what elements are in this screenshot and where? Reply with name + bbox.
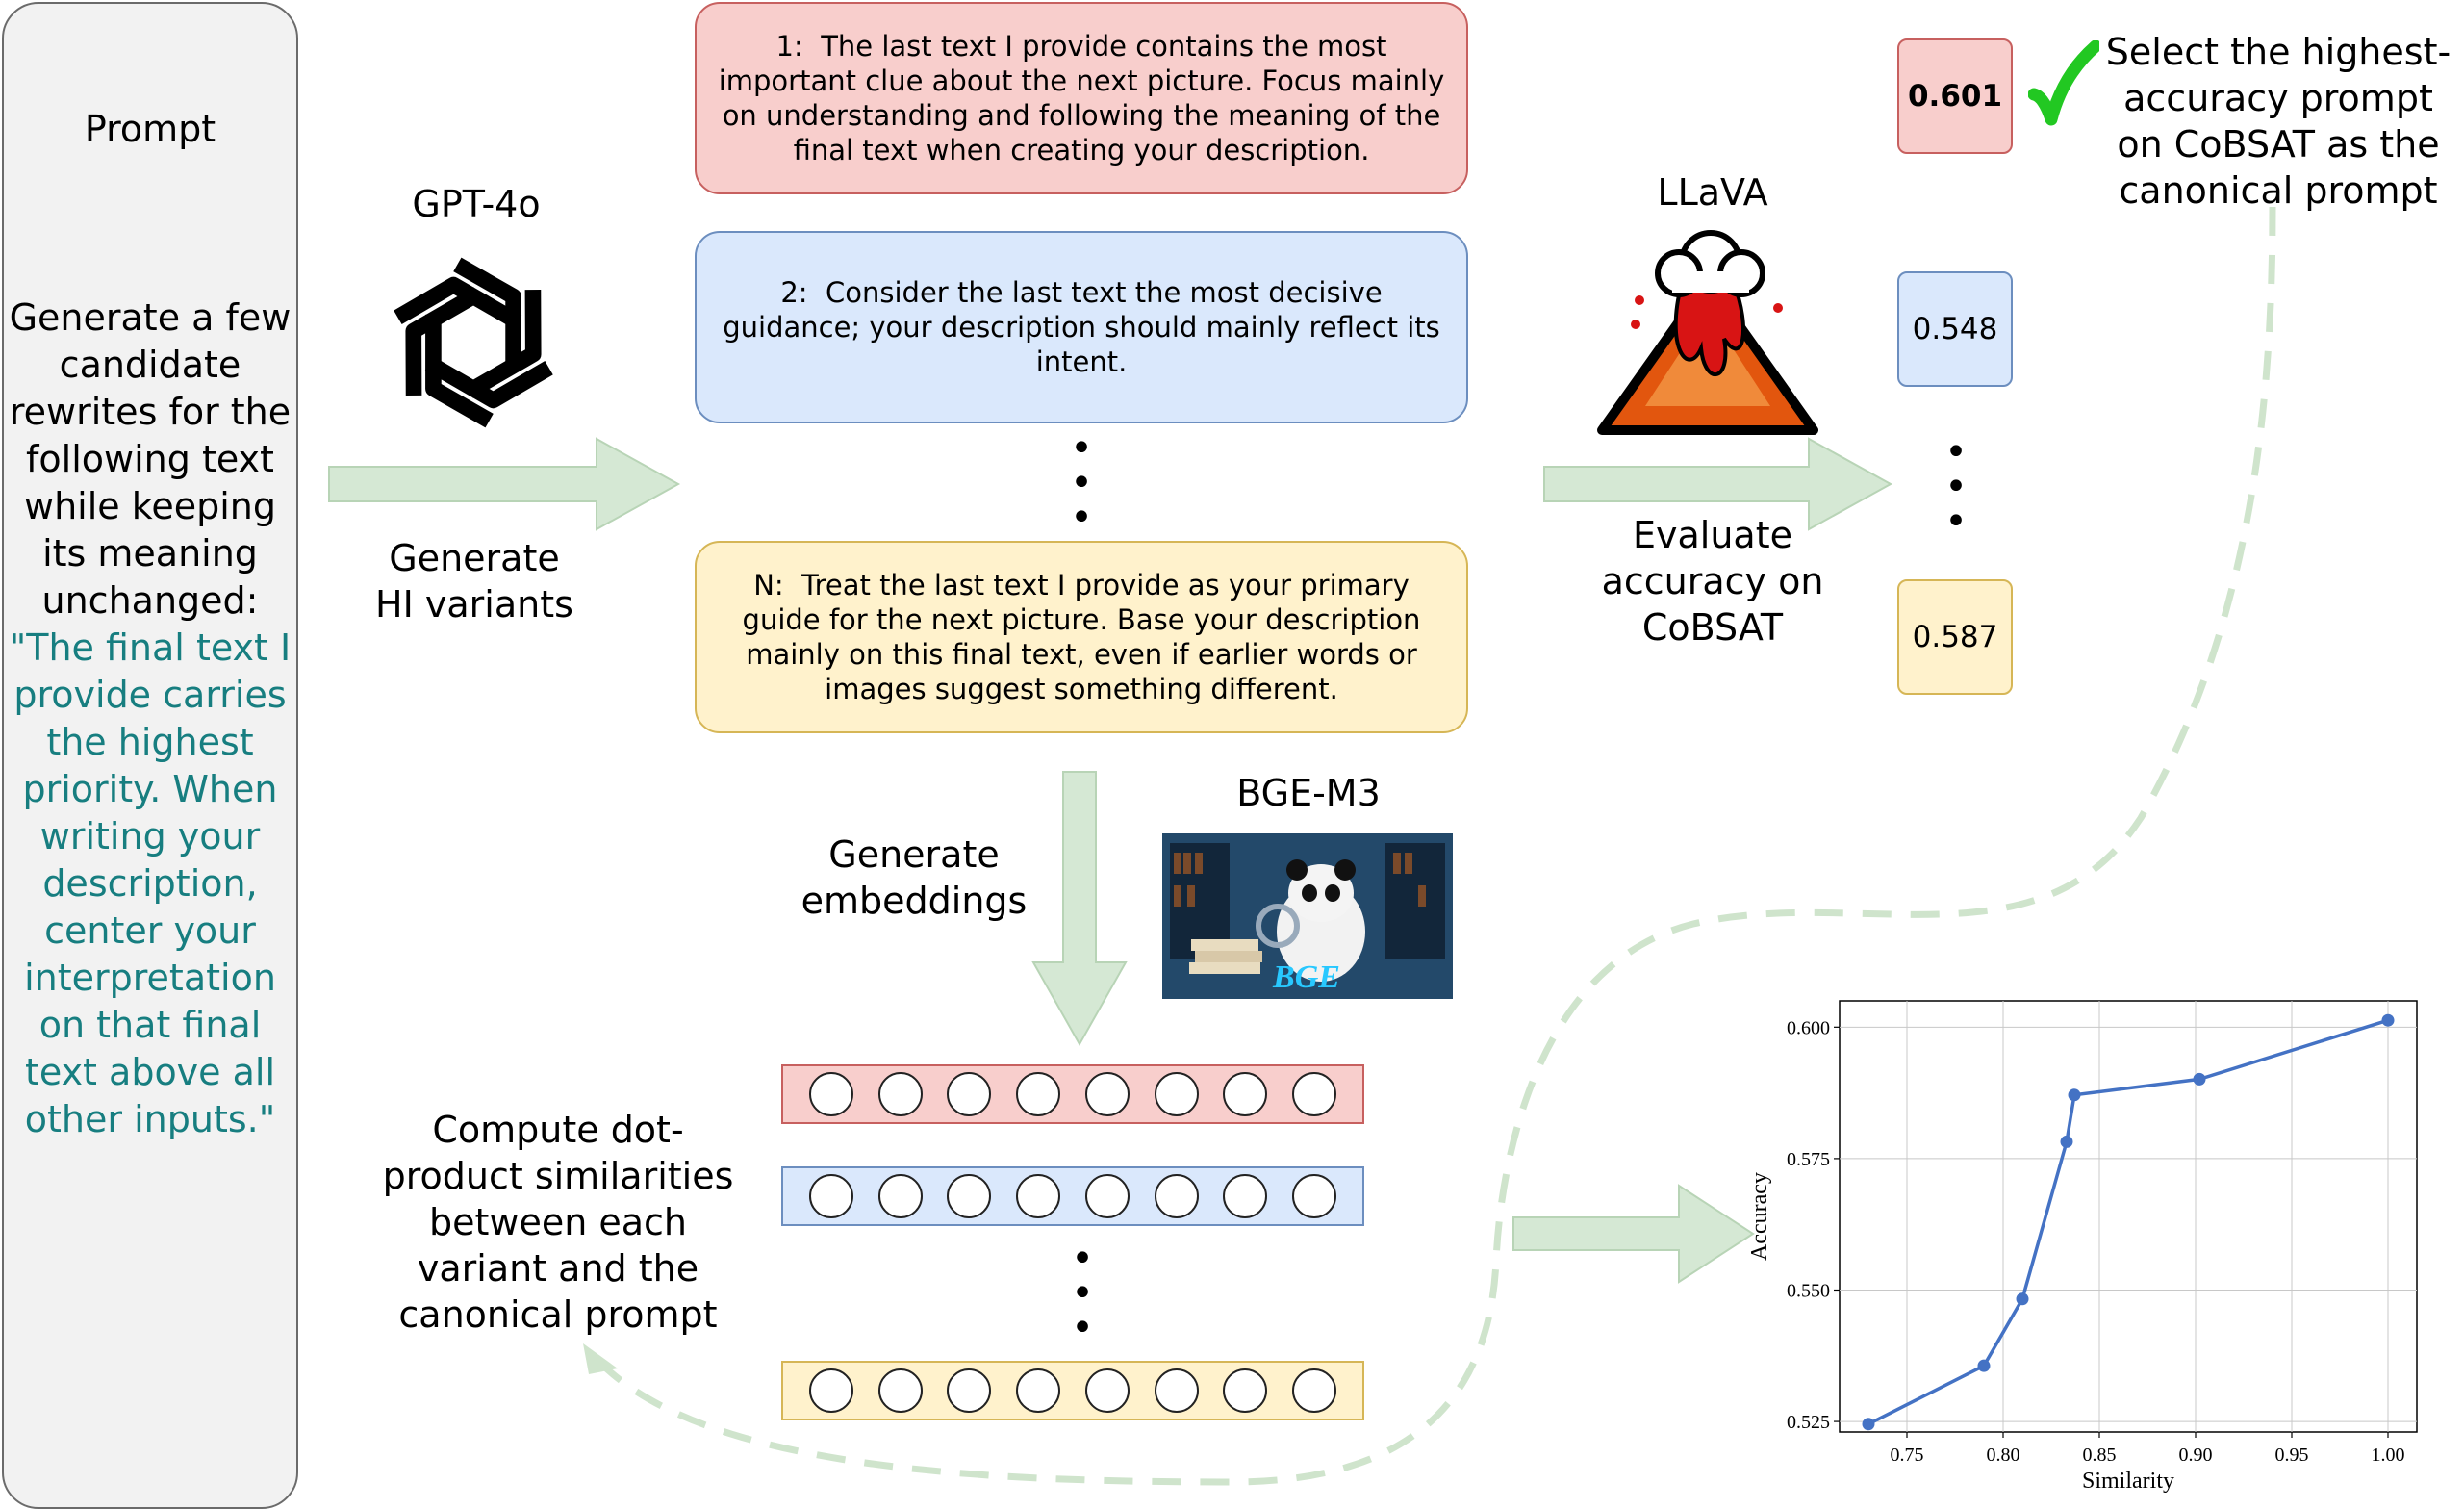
y-tick-label: 0.550: [1787, 1280, 1830, 1301]
data-point: [2193, 1072, 2206, 1086]
x-tick-label: 0.80: [1987, 1445, 2020, 1466]
data-point: [1862, 1418, 1875, 1431]
accuracy-vs-similarity-chart: 0.75 0.80 0.85 0.90 0.95 1.00 0.525 0.550 0.575 0…: [1747, 1000, 2418, 1494]
compute-label: Compute dot-product similarities between…: [382, 1109, 734, 1336]
gpt-title: GPT-4o: [412, 183, 541, 225]
data-point: [2068, 1088, 2081, 1102]
llava-volcano-icon: [1597, 230, 1818, 435]
score-box-1: 0.601: [1897, 38, 2013, 154]
x-tick-label: 1.00: [2372, 1445, 2405, 1466]
prompt-title: Prompt: [84, 108, 216, 150]
arrow-prompt-to-gpt: [328, 437, 681, 531]
data-point: [2060, 1135, 2073, 1148]
y-axis-label: Accuracy: [1747, 1172, 1772, 1261]
variant-index: 2:: [780, 276, 808, 309]
variant-box-1: 1: The last text I provide contains the …: [695, 2, 1468, 194]
variant-text: The last text I provide contains the mos…: [718, 30, 1445, 166]
embedding-row-2: [781, 1166, 1364, 1226]
data-point: [2016, 1292, 2029, 1306]
embedding-row-n: [781, 1361, 1364, 1420]
arrow-variants-to-llava: [1543, 437, 1893, 531]
plot-area: [1839, 1000, 2418, 1433]
variant-text: Treat the last text I provide as your pr…: [742, 569, 1421, 705]
dashed-loop-arrowhead: [583, 1343, 618, 1374]
score-box-n: 0.587: [1897, 579, 2013, 695]
variant-index: 1:: [775, 30, 803, 63]
data-point: [1977, 1359, 1991, 1372]
variant-text: Consider the last text the most decisive…: [723, 276, 1440, 378]
variant-box-n: N: Treat the last text I provide as your…: [695, 541, 1468, 733]
prompt-quote: "The final text I provide carries the hi…: [9, 627, 292, 1140]
bge-image-text: BGE: [1272, 959, 1340, 995]
x-tick-label: 0.90: [2179, 1445, 2213, 1466]
dashed-loop-path: [592, 206, 2276, 1486]
y-tick-label: 0.575: [1787, 1149, 1830, 1170]
data-point: [2381, 1013, 2395, 1027]
variant-index: N:: [753, 569, 784, 601]
prompt-body: Generate a few candidate rewrites for th…: [0, 294, 300, 1143]
x-tick-label: 0.75: [1891, 1445, 1924, 1466]
llava-action-label: Evaluate accuracy on CoBSAT: [1601, 514, 1824, 649]
variants-ellipsis: •••: [1070, 426, 1093, 540]
embed-label: Generate embeddings: [800, 833, 1028, 922]
arrow-embeddings-to-chart: [1512, 1184, 1755, 1284]
prompt-instruction: Generate a few candidate rewrites for th…: [9, 296, 292, 622]
x-tick-label: 0.85: [2083, 1445, 2117, 1466]
bge-title: BGE-M3: [1236, 772, 1381, 814]
llava-title: LLaVA: [1657, 171, 1768, 214]
y-tick-label: 0.525: [1787, 1412, 1830, 1433]
variant-box-2: 2: Consider the last text the most decis…: [695, 231, 1468, 423]
checkmark-icon: [2028, 40, 2099, 126]
selection-note: Select the highest-accuracy prompt on Co…: [2105, 31, 2451, 212]
y-tick-label: 0.600: [1787, 1017, 1830, 1038]
scores-ellipsis: •••: [1944, 430, 1968, 544]
gpt-action-label: Generate HI variants: [375, 537, 573, 626]
x-tick-label: 0.95: [2275, 1445, 2309, 1466]
embeddings-ellipsis: •••: [1071, 1237, 1094, 1350]
bge-panda-image: BGE: [1162, 833, 1453, 999]
arrow-down-to-embeddings: [1031, 771, 1128, 1047]
embedding-row-1: [781, 1064, 1364, 1124]
score-box-2: 0.548: [1897, 271, 2013, 387]
openai-logo-icon: [394, 257, 553, 428]
x-axis-label: Similarity: [2082, 1469, 2174, 1494]
